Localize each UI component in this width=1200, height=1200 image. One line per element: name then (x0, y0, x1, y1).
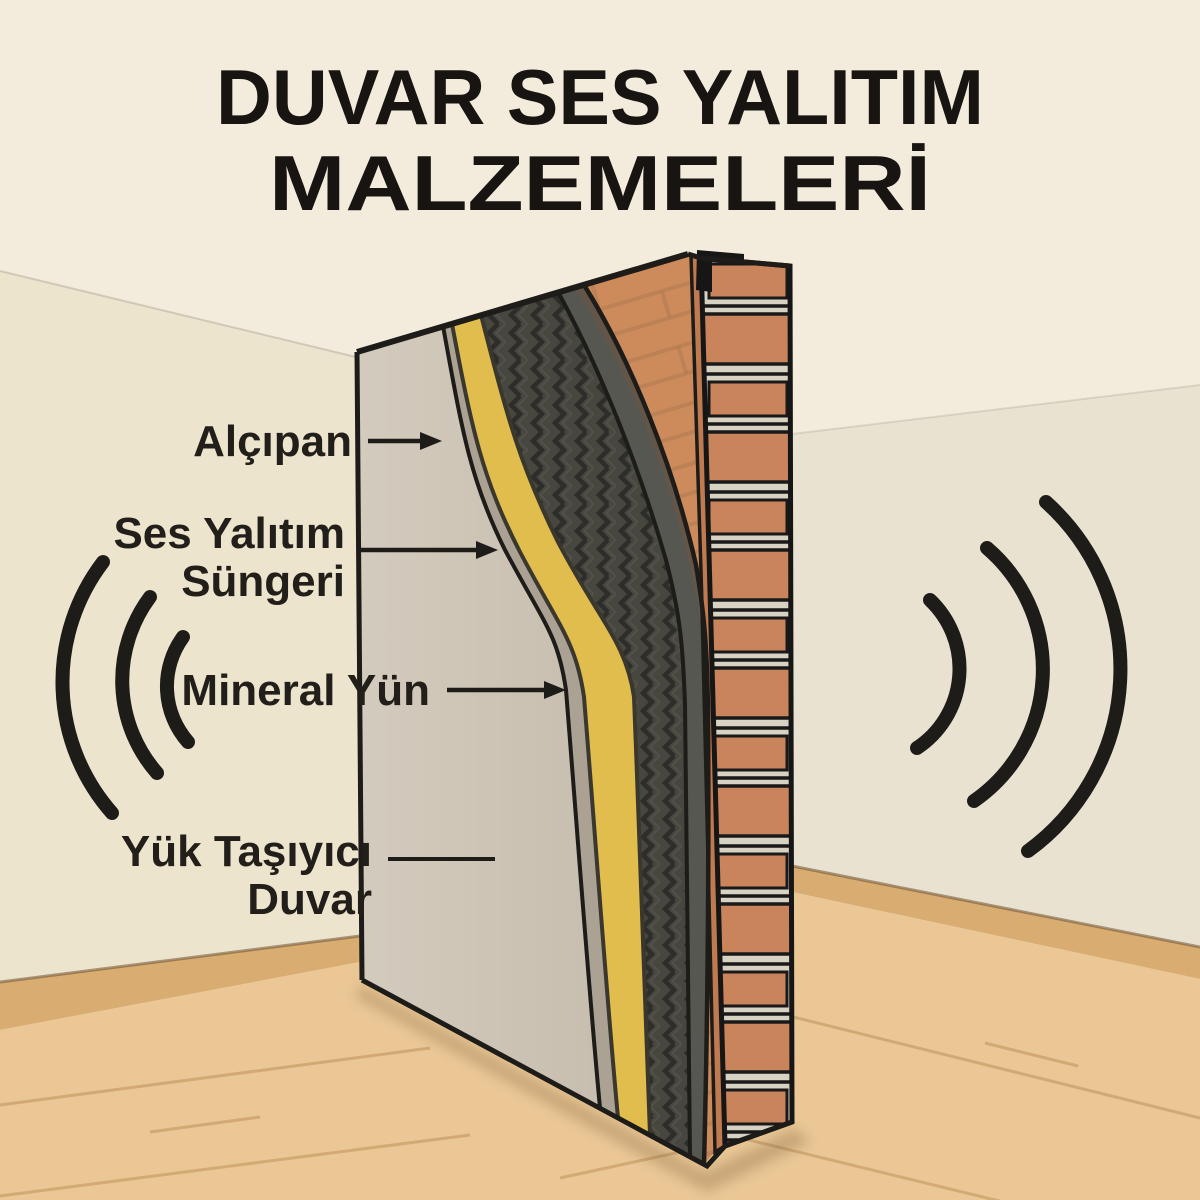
sound-wave-arc (55, 555, 119, 820)
mineral-wool-zigzag-texture (481, 292, 690, 1157)
annotation-ses-yalitim-sungeri: Ses Yalıtım Süngeri (113, 509, 498, 606)
left-wall-top-edge (0, 270, 361, 359)
title-line-2: MALZEMELERİ (269, 139, 931, 227)
baseboard-left-shadow-line (0, 934, 361, 984)
poster-title: DUVAR SES YALITIM MALZEMELERİ (216, 53, 984, 227)
annotations: Alçıpan Ses Yalıtım Süngeri Mineral Yün … (113, 417, 566, 924)
baseboard-right (792, 866, 1200, 979)
layer-outlines (354, 251, 793, 1170)
right-wall (792, 385, 1200, 990)
sound-wave-arc (115, 590, 164, 780)
sound-wave-arc (967, 541, 1050, 808)
sound-wave-arc (159, 630, 195, 749)
annotation-mineral-yun: Mineral Yün (181, 666, 566, 715)
arrow-head-ses-yalitim (476, 541, 498, 559)
baseboard-right-shadow-line (791, 864, 1200, 949)
label-mineral-yun: Mineral Yün (181, 666, 430, 715)
arrow-head-alcipan (420, 432, 442, 450)
sound-waves-left (55, 555, 195, 820)
sound-wave-arc (910, 593, 967, 755)
baseboard-left (0, 936, 360, 1030)
sound-waves-right (910, 495, 1128, 858)
right-wall-top-edge (791, 384, 1200, 435)
acoustic-foam-layer (452, 315, 650, 1135)
membrane-layer (443, 324, 618, 1118)
label-yuk-tasiyici: Yük Taşıyıcı (121, 827, 372, 876)
arrow-head-mineral-yun (544, 681, 566, 699)
annotation-alcipan: Alçıpan (193, 417, 442, 466)
label-ses-yalitim: Ses Yalıtım (113, 509, 345, 558)
label-duvar: Duvar (247, 875, 372, 924)
cutaway-wall (354, 250, 810, 1192)
drywall-layer (357, 326, 600, 1108)
sound-wave-arc (1021, 495, 1128, 858)
brick-mortar-lines (584, 254, 715, 1164)
annotation-yuk-tasiyici-duvar: Yük Taşıyıcı Duvar (121, 827, 495, 924)
title-line-1: DUVAR SES YALITIM (216, 53, 984, 141)
label-alcipan: Alçıpan (193, 417, 352, 466)
brick-face-shading (576, 285, 708, 760)
label-sungeri: Süngeri (181, 557, 345, 606)
dark-membrane-layer (558, 285, 709, 1164)
